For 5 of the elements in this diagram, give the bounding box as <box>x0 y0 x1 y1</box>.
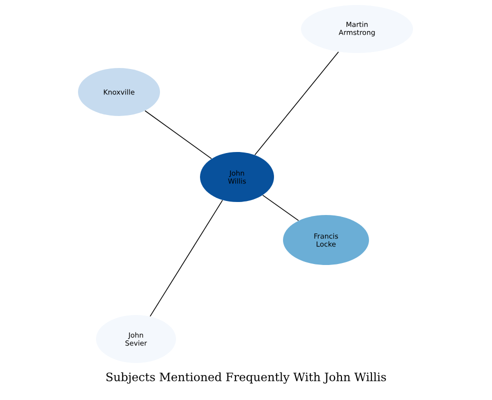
connector-line <box>150 200 223 317</box>
connector-line <box>144 110 212 160</box>
connector-line <box>254 51 339 156</box>
connector-line <box>262 194 299 221</box>
title: Subjects Mentioned Frequently With John Willis <box>106 372 386 384</box>
